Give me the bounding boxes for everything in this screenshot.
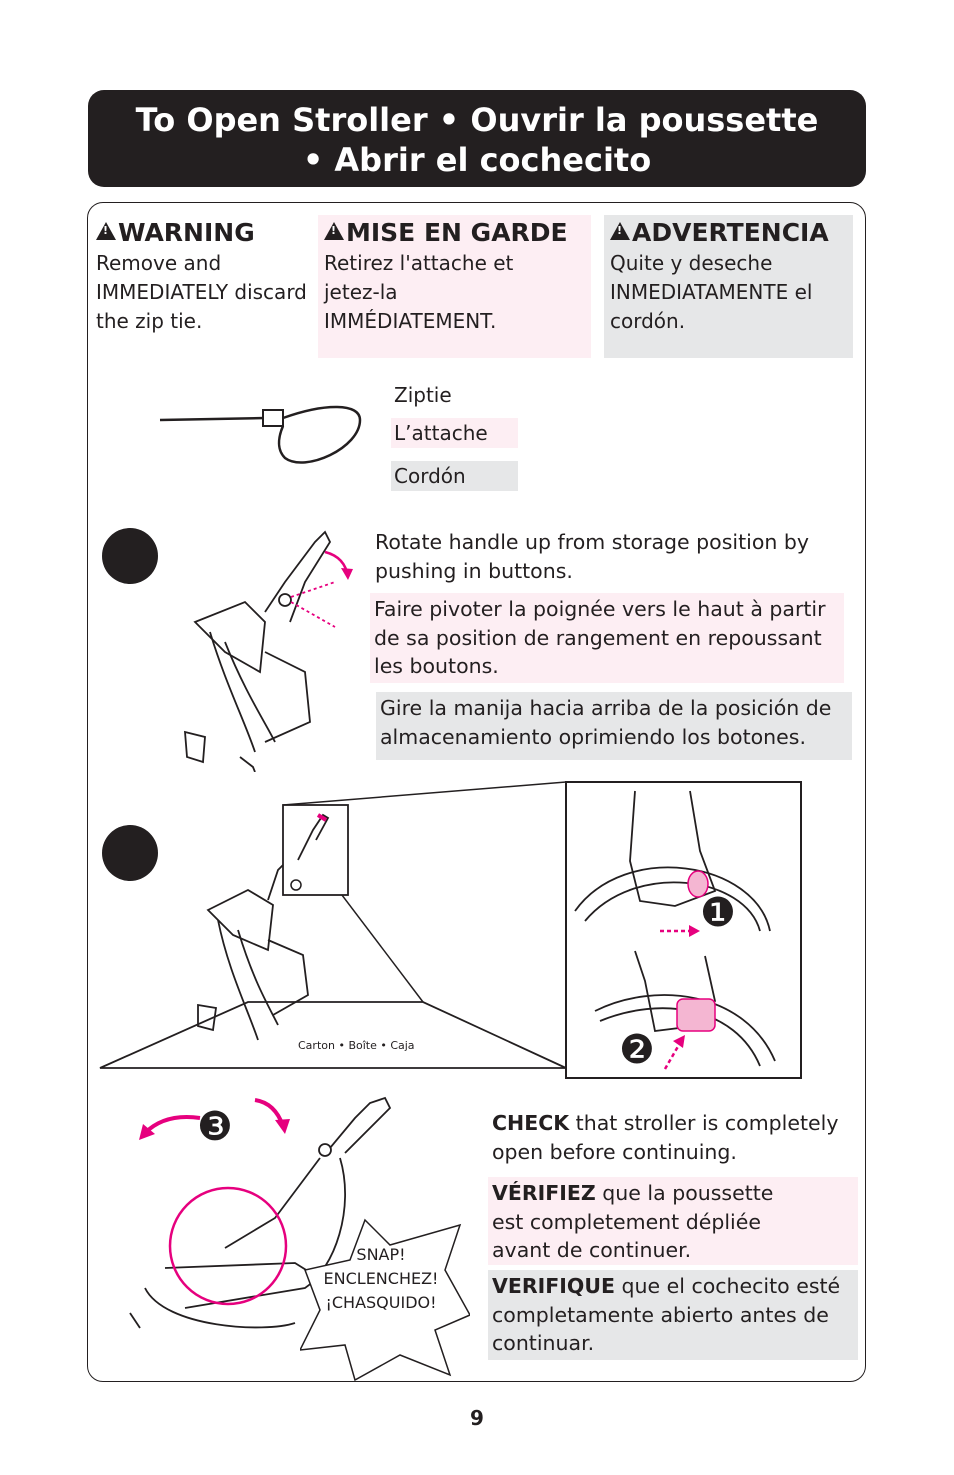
warning-en: WARNING Remove and IMMEDIATELY discard t… xyxy=(90,215,312,338)
ziptie-label-fr: L’attache xyxy=(391,418,518,448)
ziptie-illustration xyxy=(155,398,370,473)
callout-2: ❷ xyxy=(619,1030,655,1070)
warning-text: Quite y deseche INMEDIATAMENTE el cordón… xyxy=(610,249,847,336)
step-3-text-es: VERIFIQUE que el cochecito esté completa… xyxy=(488,1270,858,1360)
step-1-text-es: Gire la manija hacia arriba de la posici… xyxy=(376,692,852,760)
step-3-text-fr: VÉRIFIEZ que la poussette est completeme… xyxy=(488,1177,858,1265)
warning-heading: ADVERTENCIA xyxy=(632,218,829,247)
step-1-text-en: Rotate handle up from storage position b… xyxy=(371,526,841,587)
page-number: 9 xyxy=(0,1406,954,1430)
title-line-2: • Abrir el cochecito xyxy=(88,140,866,180)
snap-en: SNAP! xyxy=(318,1243,444,1267)
verifiez-label: VÉRIFIEZ xyxy=(492,1181,596,1205)
folded-stroller-illustration xyxy=(165,522,360,772)
check-label: CHECK xyxy=(492,1111,569,1135)
step-3-text-en: CHECK that stroller is completely open b… xyxy=(488,1107,858,1168)
callout-1: ❶ xyxy=(700,893,736,933)
snap-text: SNAP! ENCLENCHEZ! ¡CHASQUIDO! xyxy=(318,1243,444,1315)
ziptie-label-es: Cordón xyxy=(391,461,518,491)
warning-heading: MISE EN GARDE xyxy=(346,218,568,247)
step-1-text-fr: Faire pivoter la poignée vers le haut à … xyxy=(370,593,844,683)
warning-fr: MISE EN GARDE Retirez l'attache et jetez… xyxy=(318,215,591,358)
snap-fr: ENCLENCHEZ! xyxy=(318,1267,444,1291)
warning-icon xyxy=(610,222,630,240)
warning-es: ADVERTENCIA Quite y deseche INMEDIATAMEN… xyxy=(604,215,853,358)
warning-text: Retirez l'attache et jetez-la IMMÉDIATEM… xyxy=(324,249,534,336)
handle-buttons-detail xyxy=(565,781,802,1079)
warning-heading: WARNING xyxy=(118,218,255,247)
warning-icon xyxy=(96,222,116,240)
snap-es: ¡CHASQUIDO! xyxy=(318,1291,444,1315)
page-title: To Open Stroller • Ouvrir la poussette •… xyxy=(88,90,866,187)
step-1-marker xyxy=(102,528,158,584)
verifique-label: VERIFIQUE xyxy=(492,1274,615,1298)
warning-text: Remove and IMMEDIATELY discard the zip t… xyxy=(96,249,308,336)
title-line-1: To Open Stroller • Ouvrir la poussette xyxy=(88,100,866,140)
warning-icon xyxy=(324,222,344,240)
stroller-on-box-illustration xyxy=(98,780,568,1070)
ziptie-label-en: Ziptie xyxy=(391,380,455,410)
box-caption: Carton • Boîte • Caja xyxy=(298,1039,415,1052)
